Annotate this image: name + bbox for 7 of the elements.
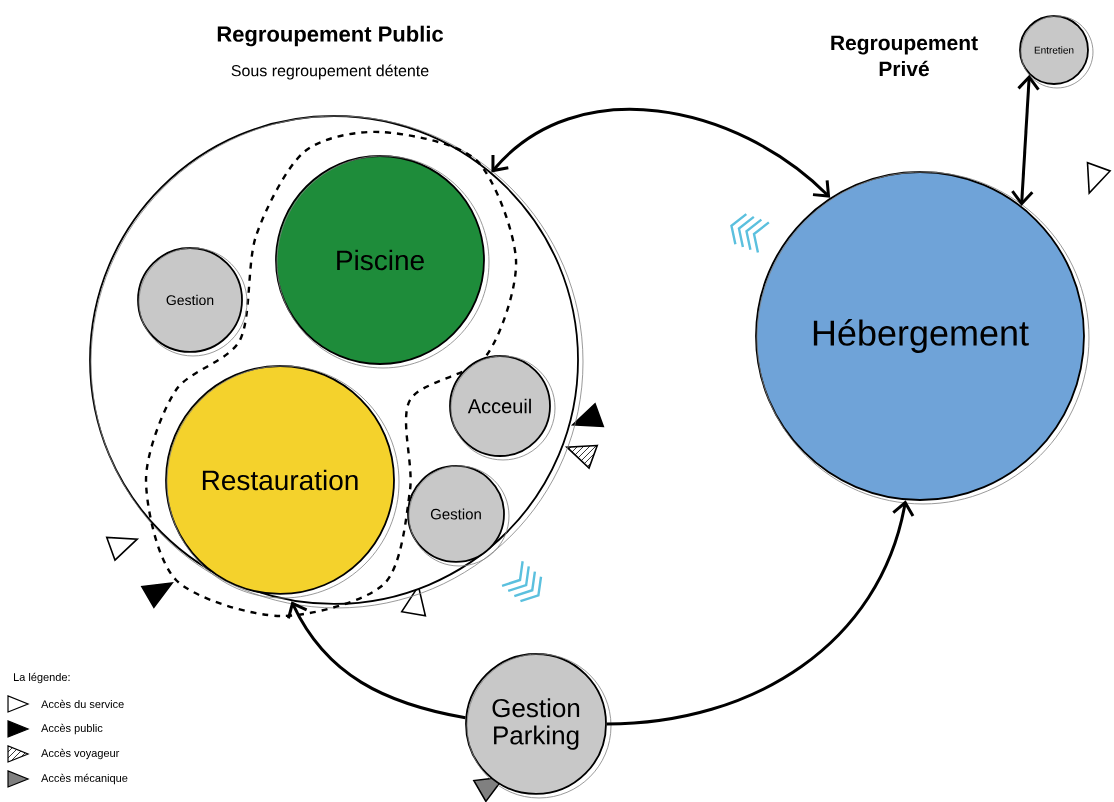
group-subtitle: Sous regroupement détente [231, 64, 429, 80]
group-title: Regroupement Public [217, 25, 443, 47]
group-title: Regroupement Privé [831, 35, 978, 77]
arrow [606, 500, 915, 726]
arrow [1011, 74, 1040, 207]
arrow [491, 108, 831, 198]
arrow [287, 601, 466, 720]
